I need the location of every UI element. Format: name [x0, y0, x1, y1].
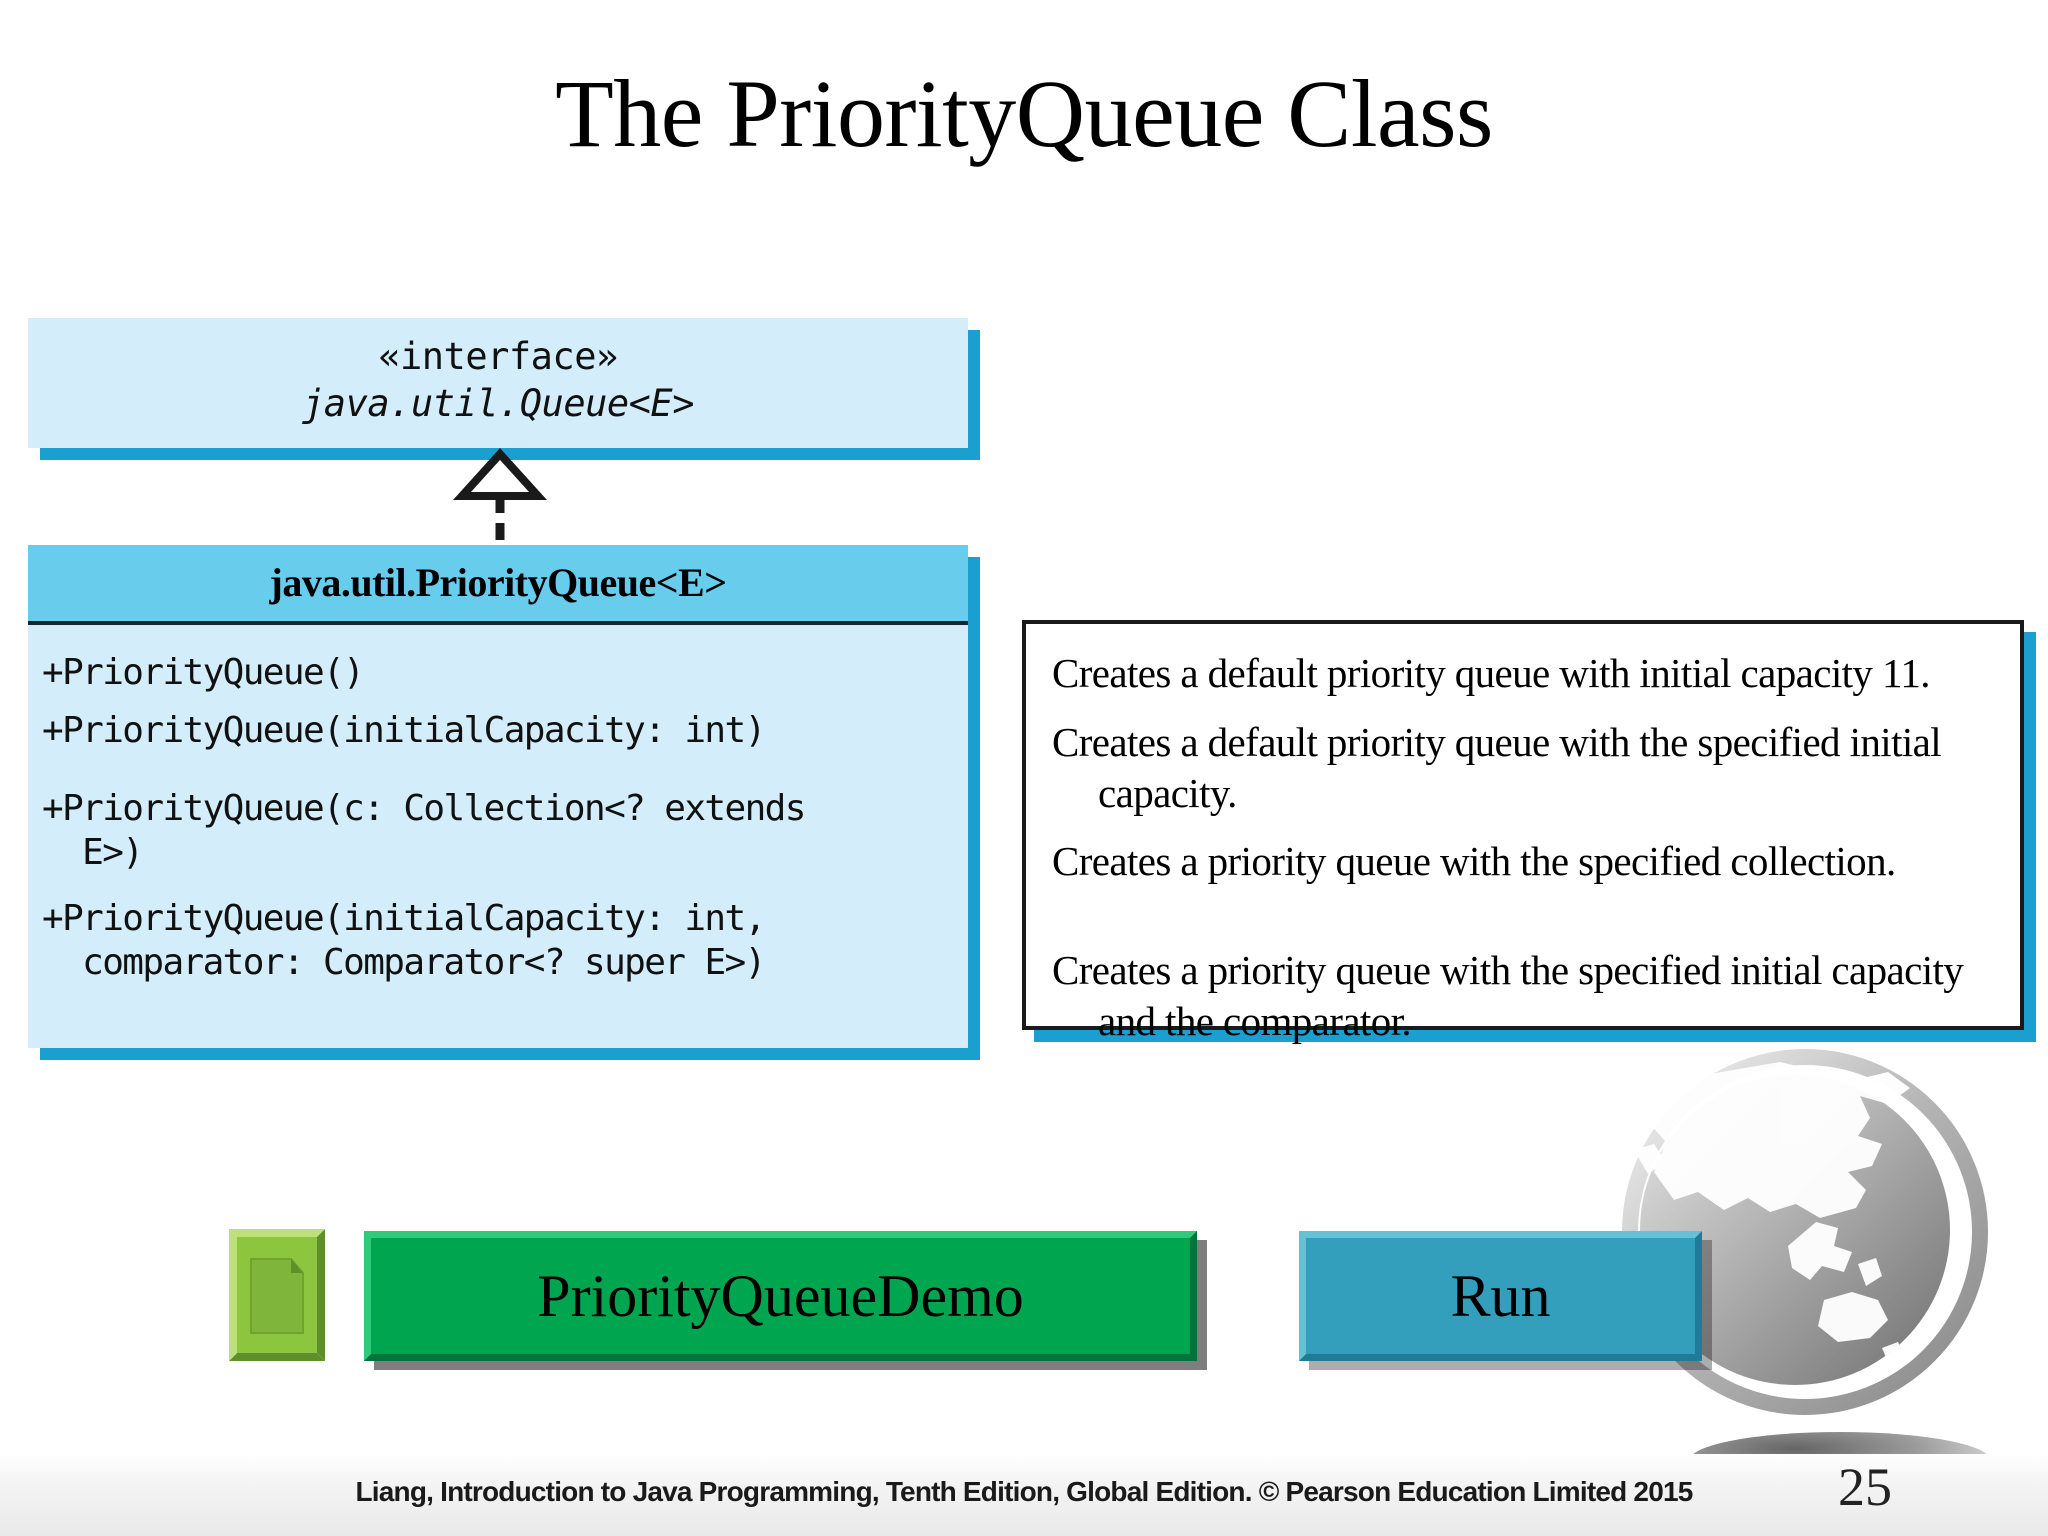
- document-icon[interactable]: [229, 1229, 325, 1361]
- method-line: +PriorityQueue(initialCapacity: int): [42, 709, 766, 751]
- description-text: Creates a default priority queue with in…: [1052, 650, 1931, 696]
- interface-name: java.util.Queue<E>: [302, 382, 694, 425]
- page-number: 25: [1838, 1457, 1892, 1517]
- realization-arrow-icon: [420, 448, 580, 550]
- description-box: Creates a default priority queue with in…: [1022, 620, 2024, 1044]
- realization-arrow-svg: [452, 448, 548, 548]
- description-line: Creates a default priority queue with in…: [1052, 648, 1994, 699]
- footer-band: [0, 1454, 2048, 1536]
- method-line: +PriorityQueue(c: Collection<? extends E…: [42, 787, 806, 873]
- description-text: Creates a default priority queue with th…: [1052, 718, 1942, 816]
- description-spacer: [1052, 905, 1994, 945]
- run-button[interactable]: Run: [1299, 1231, 1702, 1361]
- description-line: Creates a priority queue with the specif…: [1052, 836, 1994, 887]
- description-line: Creates a default priority queue with th…: [1052, 717, 1994, 819]
- description-text: Creates a priority queue with the specif…: [1052, 947, 1964, 1045]
- footer-copyright: Liang, Introduction to Java Programming,…: [355, 1476, 1693, 1507]
- description-list: Creates a default priority queue with in…: [1026, 624, 2020, 1047]
- method-line: +PriorityQueue(initialCapacity: int, com…: [42, 897, 766, 983]
- method-line: +PriorityQueue(): [42, 652, 365, 693]
- class-box-header: java.util.PriorityQueue<E>: [28, 545, 968, 625]
- page-title: The PriorityQueue Class: [555, 60, 1493, 167]
- description-line: Creates a priority queue with the specif…: [1052, 945, 1994, 1047]
- interface-stereotype: «interface»: [378, 335, 618, 378]
- class-method-list: +PriorityQueue() +PriorityQueue(initialC…: [28, 629, 968, 998]
- description-text: Creates a priority queue with the specif…: [1052, 838, 1896, 885]
- interface-box: «interface» java.util.Queue<E>: [28, 318, 968, 448]
- priorityqueuedemo-button[interactable]: PriorityQueueDemo: [364, 1231, 1197, 1361]
- priorityqueue-class-box: java.util.PriorityQueue<E> +PriorityQueu…: [28, 545, 968, 1048]
- document-icon-svg: [229, 1229, 325, 1361]
